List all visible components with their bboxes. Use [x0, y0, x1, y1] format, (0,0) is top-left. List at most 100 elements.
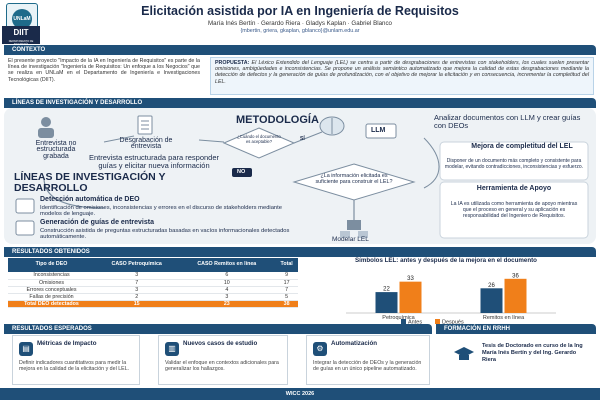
ai-brain-icon [319, 116, 345, 136]
metodologia-title: METODOLOGÍA [236, 114, 319, 126]
chart-category-label: Remitos en línea [483, 315, 525, 321]
herramienta-body: La IA es utilizada como herramienta de a… [450, 201, 578, 219]
table-cell: 4 [178, 286, 276, 295]
result-card: ▤ Métricas de Impacto Definir indicadore… [12, 335, 140, 385]
generacion-body: Construcción asistida de preguntas estru… [40, 228, 290, 240]
guide-icon [15, 220, 35, 236]
section-resultados-obtenidos: RESULTADOS OBTENIDOS [4, 247, 596, 257]
table-cell: 3 [95, 272, 179, 280]
interview-person-icon [38, 117, 54, 138]
footer: WICC 2026 [0, 388, 600, 400]
generacion-title: Generación de guías de entrevista [40, 219, 154, 226]
detection-icon [15, 198, 35, 214]
acceptable-diamond [222, 127, 296, 159]
label-estructurada: Entrevista estructurada para responder g… [88, 153, 220, 170]
flow-arrow [423, 137, 440, 189]
result-card-title: Métricas de Impacto [37, 340, 97, 347]
table-row: Errores conceptuales 3 4 7 [8, 286, 298, 295]
chart-legend-label: Antes [408, 320, 422, 326]
contexto-box: El presente proyecto "Impacto de la IA e… [4, 56, 204, 96]
section-lineas: LÍNEAS DE INVESTIGACIÓN Y DESARROLLO [4, 98, 596, 108]
transcript-document-icon [137, 115, 153, 135]
result-card-body: Definir indicadores cuantitativos para m… [19, 360, 130, 373]
emails: {mbertin, griera, gkaplan, gblanco}@unla… [240, 28, 360, 34]
table-cell: 17 [275, 279, 298, 287]
mejora-body: Disponer de un documento más completo y … [444, 158, 584, 170]
table-cell: 15 [95, 300, 179, 309]
contexto-body: El presente proyecto "Impacto de la IA e… [8, 58, 200, 83]
table-cell: 23 [178, 300, 276, 309]
table-cell: 10 [178, 279, 276, 287]
chart-data-label: 36 [512, 273, 519, 279]
chart-data-label: 26 [488, 283, 495, 289]
table-cell: Errores conceptuales [8, 286, 96, 295]
table-cell: 7 [95, 279, 179, 287]
label-pregunta: ¿La información elicitada es suficiente … [315, 173, 393, 185]
flow-arrow [103, 135, 135, 143]
label-analizar: Analizar documentos con LLM y crear guía… [434, 113, 581, 130]
result-card-title: Automatización [331, 340, 378, 347]
no-badge [232, 168, 252, 177]
table-cell: 3 [95, 286, 179, 295]
chart-bar [399, 281, 422, 313]
flow-arrow [43, 177, 105, 209]
table-cell: 2 [95, 293, 179, 302]
propuesta-text: El Léxico Extendido del Lenguaje (LEL) s… [215, 60, 589, 85]
methodology-flow [15, 115, 589, 239]
chart-category-label: Petroquímica [382, 315, 415, 321]
chart-icon: ▤ [19, 342, 33, 356]
label-desgrabacion: Desgrabación de entrevista [119, 137, 173, 151]
folder-icon: ▥ [165, 342, 179, 356]
table-row: Omisiones 7 10 17 [8, 279, 298, 287]
table-cell: Total DEO detectados [8, 300, 96, 309]
deteccion-title: Detección automática de DEO [40, 196, 140, 203]
label-no: NO [237, 169, 246, 175]
table-header: CASO Petroquímica [95, 258, 179, 272]
table-cell: 9 [275, 272, 298, 280]
label-llm: LLM [371, 127, 386, 134]
table-row: Fallas de precisión 2 3 5 [8, 293, 298, 302]
label-si: SÍ [300, 136, 305, 142]
table-cell: Inconsistencias [8, 272, 96, 280]
table-cell: Fallas de precisión [8, 293, 96, 302]
lel-chart: Símbolos LEL: antes y después de la mejo… [306, 257, 594, 325]
label-cuando: ¿Cuándo el documento es aceptable? [237, 134, 281, 144]
gear-icon: ⚙ [313, 342, 327, 356]
lel-model-icon [340, 220, 368, 238]
table-header: Tipo de DEO [8, 258, 96, 272]
chart-legend-label: Después [442, 320, 464, 326]
deteccion-body: Identificación de omisiones, inconsisten… [40, 205, 282, 217]
chart-data-label: 22 [383, 287, 390, 293]
section-resultados-esperados: RESULTADOS ESPERADOS [4, 324, 432, 334]
diit-logo: DIIT [2, 26, 40, 40]
table-header: Total [275, 258, 298, 272]
label-entrevista: Entrevista no estructurada grabada [35, 140, 77, 160]
table-header-row: Tipo de DEO CASO Petroquímica CASO Remit… [8, 258, 298, 272]
graduation-cap-icon [454, 347, 474, 360]
table-cell: 7 [275, 286, 298, 295]
table-cell: 6 [178, 272, 276, 280]
result-card: ⚙ Automatización Integrar la detección d… [306, 335, 430, 385]
table-cell: 3 [178, 293, 276, 302]
chart-legend-swatch [435, 319, 440, 324]
diit-logo-sub: DEPARTAMENTO DE INGENIERÍA [2, 40, 40, 46]
propuesta-box: PROPUESTA: El Léxico Extendido del Lengu… [210, 57, 594, 95]
table-row: Inconsistencias 3 6 9 [8, 272, 298, 280]
chart-data-label: 33 [407, 276, 414, 282]
formacion-box: Tesis de Doctorado en curso de la Ing Ma… [440, 337, 594, 383]
flow-arrow [293, 131, 323, 144]
mejora-title: Mejora de completitud del LEL [471, 143, 573, 150]
poster-title: Elicitación asistida por IA en Ingenierí… [141, 4, 459, 18]
result-card-body: Integrar la detección de DEOs y la gener… [313, 360, 422, 373]
llm-icon [365, 123, 397, 139]
result-card: ▥ Nuevos casos de estudio Validar el enf… [158, 335, 288, 385]
section-contexto: CONTEXTO [4, 45, 596, 55]
unlam-logo-text: UNLaM [12, 9, 32, 29]
table-cell: 38 [275, 300, 298, 309]
mejora-box [439, 141, 589, 181]
label-modelar: Modelar LEL [332, 236, 369, 243]
formacion-body: Tesis de Doctorado en curso de la Ing Ma… [482, 343, 583, 363]
table-header: CASO Remitos en línea [178, 258, 276, 272]
lineas-big-title: LÍNEAS DE INVESTIGACIÓN Y DESARROLLO [14, 171, 166, 194]
